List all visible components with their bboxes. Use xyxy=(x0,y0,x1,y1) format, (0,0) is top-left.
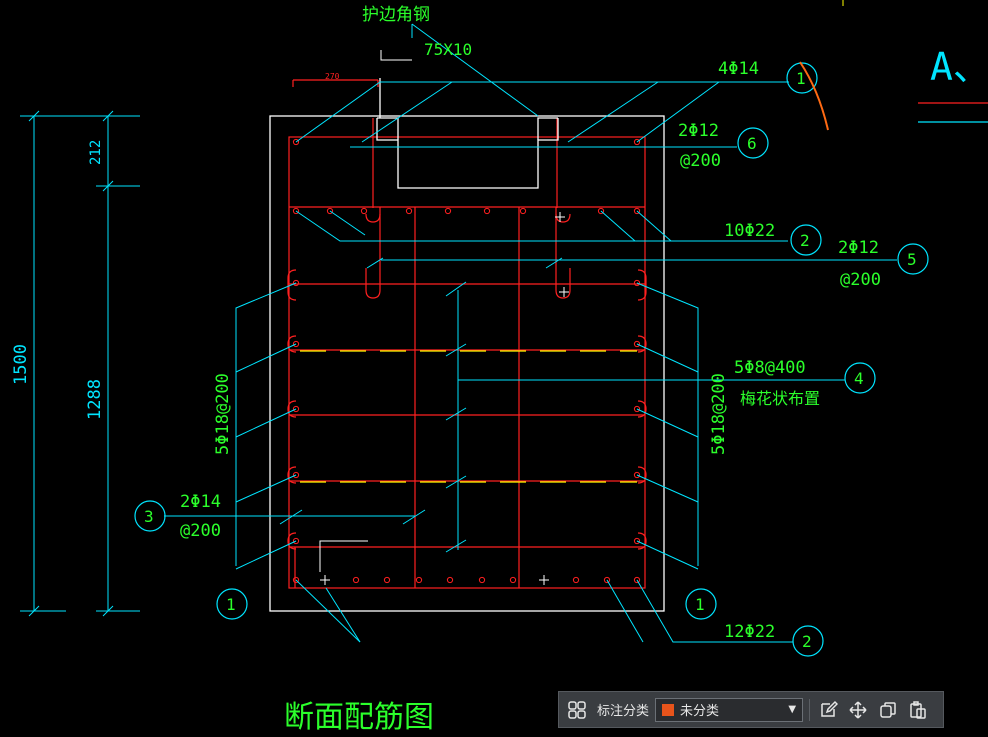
category-color-swatch xyxy=(662,703,675,716)
toolbar-divider xyxy=(809,698,811,721)
category-value: 未分类 xyxy=(680,704,720,719)
angle-steel-size: 75X10 xyxy=(424,40,472,59)
callout-circle-1-top xyxy=(786,62,818,94)
callout-3-spacing: @200 xyxy=(180,521,221,541)
callout-1-top-rebar: 4Φ14 xyxy=(718,59,759,79)
annotation-toolbar: 标注分类 未分类 ▼ xyxy=(558,691,944,728)
markup-stroke xyxy=(799,61,829,131)
edit-icon[interactable] xyxy=(816,698,840,722)
callout-2-top-rebar: 10Φ22 xyxy=(724,221,775,241)
dashed-ties xyxy=(300,350,637,483)
callout-circle-1-left xyxy=(216,588,248,620)
dimension-upper: 212 xyxy=(88,140,104,165)
callout-3-rebar: 2Φ14 xyxy=(180,492,221,512)
center-marks xyxy=(319,50,569,585)
category-label: 标注分类 xyxy=(597,704,650,719)
dimension-total: 1500 xyxy=(11,344,31,385)
callout-2-bottom-rebar: 12Φ22 xyxy=(724,622,775,642)
callout-2-top-num: 2 xyxy=(800,231,810,250)
callout-circle-5 xyxy=(897,243,929,275)
callout-1-left-num: 1 xyxy=(226,595,236,614)
chevron-down-icon: ▼ xyxy=(788,704,797,715)
callout-4-rebar: 5Φ8@400 xyxy=(734,358,806,378)
dimension-lower: 1288 xyxy=(85,379,105,420)
callout-2-bottom-num: 2 xyxy=(802,632,812,651)
grid-icon[interactable] xyxy=(565,698,589,722)
callout-circle-2-bottom xyxy=(792,625,824,657)
callout-4-note: 梅花状布置 xyxy=(740,389,820,408)
leader-lines xyxy=(164,23,897,643)
callout-6-num: 6 xyxy=(747,134,757,153)
corner-label: A、C xyxy=(930,45,988,89)
callout-circles xyxy=(134,62,929,657)
callout-circle-3 xyxy=(134,500,166,532)
callout-circle-1-right xyxy=(685,588,717,620)
callout-3-num: 3 xyxy=(144,507,154,526)
callout-4-num: 4 xyxy=(854,369,864,388)
paste-icon[interactable] xyxy=(906,698,930,722)
callout-circle-6 xyxy=(737,127,769,159)
callout-5-num: 5 xyxy=(907,250,917,269)
callout-circle-4 xyxy=(844,362,876,394)
dimension-lines xyxy=(20,110,140,617)
callout-1-top-num: 1 xyxy=(796,69,806,88)
copy-icon[interactable] xyxy=(876,698,900,722)
move-icon[interactable] xyxy=(846,698,870,722)
callout-6-rebar: 2Φ12 xyxy=(678,121,719,141)
top-dimension: 270 xyxy=(325,72,340,81)
side-left-rebar: 5Φ18@200 xyxy=(213,373,233,455)
title-block-lines xyxy=(842,0,988,123)
angle-steel-label: 护边角钢 xyxy=(362,5,430,25)
rebar-dots xyxy=(292,138,641,584)
rebar-cage xyxy=(287,79,647,589)
callout-6-spacing: @200 xyxy=(680,151,721,171)
side-right-rebar: 5Φ18@200 xyxy=(709,373,729,455)
section-outline xyxy=(269,115,665,612)
callout-circle-2-top xyxy=(790,224,822,256)
drawing-title: 断面配筋图 xyxy=(284,700,434,735)
category-select[interactable]: 未分类 ▼ xyxy=(655,697,804,722)
callout-1-right-num: 1 xyxy=(695,595,705,614)
callout-5-rebar: 2Φ12 xyxy=(838,238,879,258)
callout-5-spacing: @200 xyxy=(840,270,881,290)
